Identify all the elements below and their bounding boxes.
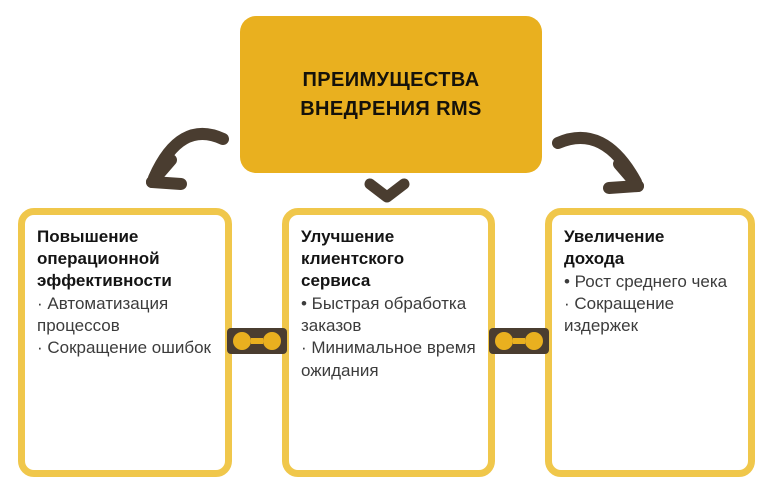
card-title: Повышение операционной эффективности bbox=[37, 227, 172, 291]
card-bullet: • Рост среднего чека bbox=[564, 272, 728, 292]
card-title: Улучшение клиентского сервиса bbox=[301, 227, 405, 291]
connector-dot bbox=[525, 332, 543, 350]
card-bullet: · Сокращение ошибок bbox=[37, 338, 211, 358]
header-box: ПРЕИМУЩЕСТВА ВНЕДРЕНИЯ RMS bbox=[240, 16, 542, 173]
link-connector-icon bbox=[227, 328, 287, 354]
connector-dot bbox=[263, 332, 281, 350]
connector-dot bbox=[233, 332, 251, 350]
header-title-line1: ПРЕИМУЩЕСТВА bbox=[302, 68, 480, 91]
connector-dot bbox=[495, 332, 513, 350]
card-bullet: · Сокращение издержек bbox=[564, 294, 675, 336]
curved-arrow-down-right-icon bbox=[552, 130, 652, 207]
link-connector-icon bbox=[489, 328, 549, 354]
connector-bar bbox=[251, 338, 263, 344]
chevron-down-icon bbox=[364, 177, 410, 210]
benefit-card-efficiency: Повышение операционной эффективности · А… bbox=[18, 208, 232, 477]
card-bullet: · Автоматизация процессов bbox=[37, 294, 169, 336]
curved-arrow-down-left-icon bbox=[138, 126, 230, 203]
connector-bar bbox=[513, 338, 525, 344]
header-title-line2: ВНЕДРЕНИЯ RMS bbox=[300, 97, 482, 120]
card-bullet: • Быстрая обработка заказов bbox=[301, 294, 467, 336]
benefit-card-income: Увеличение дохода • Рост среднего чека ·… bbox=[545, 208, 755, 477]
card-bullet: · Минимальное время ожидания bbox=[301, 338, 476, 380]
benefit-card-service: Улучшение клиентского сервиса • Быстрая … bbox=[282, 208, 495, 477]
card-title: Увеличение дохода bbox=[564, 227, 665, 269]
